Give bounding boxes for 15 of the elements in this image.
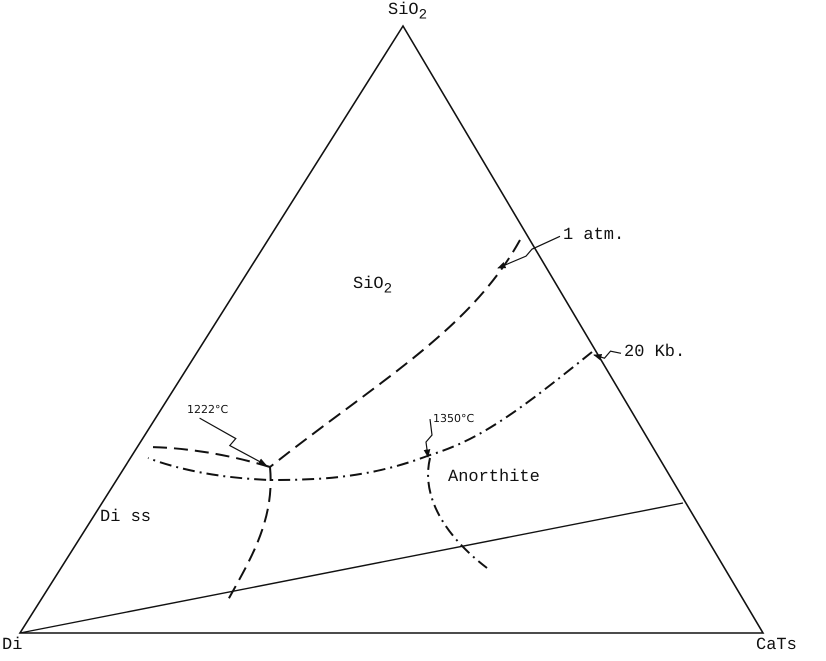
temperature-label: 1350°C bbox=[433, 413, 474, 426]
temperature-label: 1222°C bbox=[187, 404, 228, 416]
field-label: Di ss bbox=[100, 509, 152, 528]
pressure-label: 20 Kb. bbox=[624, 344, 686, 363]
field-label: Anorthite bbox=[448, 469, 540, 488]
dash-dot-boundary-curve bbox=[148, 351, 593, 569]
leader-arrow bbox=[424, 418, 433, 458]
vertex-label: SiO$_{2}$ bbox=[388, 2, 428, 24]
vertex-label: CaTs bbox=[756, 637, 797, 656]
field-label: SiO$_{2}$ bbox=[353, 276, 392, 298]
leader-arrow bbox=[593, 350, 622, 360]
vertex-label: Di bbox=[2, 637, 22, 656]
pressure-label: 1 atm. bbox=[563, 227, 624, 246]
leader-arrow bbox=[497, 236, 560, 269]
leader-arrow bbox=[199, 418, 267, 466]
